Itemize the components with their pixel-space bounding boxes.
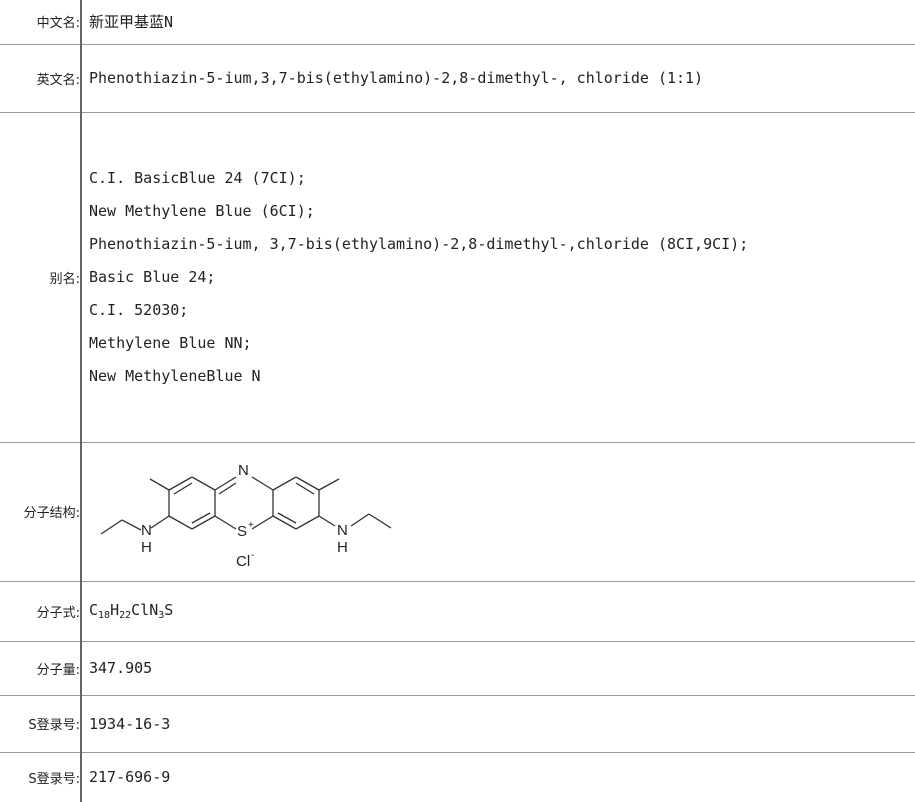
row-formula: 分子式: C18H22ClN3S — [0, 580, 915, 641]
value-formula: C18H22ClN3S — [81, 580, 915, 641]
label-cas: S登录号: — [0, 694, 82, 752]
alias-item: C.I. BasicBlue 24 (7CI); — [89, 168, 306, 187]
row-english-name: 英文名: Phenothiazin-5-ium,3,7-bis(ethylami… — [0, 43, 915, 112]
row-cas: S登录号: 1934-16-3 — [0, 694, 915, 752]
atom-n-top: N — [238, 462, 249, 479]
atom-nh-left: N — [141, 522, 152, 539]
bond-lines — [100, 475, 392, 535]
formula-element: ClN — [131, 601, 159, 619]
formula-element: C — [89, 601, 99, 619]
value-molecular-weight: 347.905 — [81, 640, 915, 695]
label-molecular-weight: 分子量: — [0, 640, 82, 695]
structure-diagram: N S + N H N H Cl - — [100, 462, 392, 570]
formula-subscript: 22 — [119, 610, 132, 621]
atom-s-charge: + — [248, 520, 254, 531]
row-molecular-weight: 分子量: 347.905 — [0, 640, 915, 695]
label-aliases: 别名: — [0, 111, 82, 442]
row-structure: 分子结构: — [0, 441, 915, 581]
value-chinese-name: 新亚甲基蓝N — [89, 13, 174, 32]
alias-item: Methylene Blue NN; — [89, 333, 252, 352]
formula-element: H — [110, 601, 120, 619]
value-english-name: Phenothiazin-5-ium,3,7-bis(ethylamino)-2… — [81, 43, 915, 112]
value-aliases: C.I. BasicBlue 24 (7CI); New Methylene B… — [81, 111, 915, 442]
atom-h-left: H — [141, 539, 152, 556]
row-einecs: S登录号: 217-696-9 — [0, 751, 915, 802]
value-structure: N S + N H N H Cl - — [81, 441, 915, 581]
label-einecs: S登录号: — [0, 751, 82, 802]
alias-item: New Methylene Blue (6CI); — [89, 201, 315, 220]
formula-subscript: 18 — [98, 610, 111, 621]
alias-item: New MethyleneBlue N — [89, 366, 261, 385]
label-formula: 分子式: — [0, 580, 82, 641]
label-structure: 分子结构: — [0, 441, 82, 581]
formula-element: S — [164, 601, 174, 619]
alias-item: Basic Blue 24; — [89, 267, 216, 286]
atom-nh-right: N — [337, 522, 348, 539]
atom-s-center: S — [237, 523, 247, 540]
atom-cl: Cl — [236, 553, 250, 570]
row-chinese-name: 中文名: 新亚甲基蓝N — [0, 0, 915, 44]
formula-subscript: 3 — [158, 610, 165, 621]
value-einecs: 217-696-9 — [81, 751, 915, 802]
atom-h-right: H — [337, 539, 348, 556]
label-chinese-name: 中文名: — [0, 0, 82, 44]
atom-cl-charge: - — [251, 550, 254, 561]
value-cas: 1934-16-3 — [81, 694, 915, 752]
row-aliases: 别名: C.I. BasicBlue 24 (7CI); New Methyle… — [0, 111, 915, 442]
alias-list: C.I. BasicBlue 24 (7CI); New Methylene B… — [89, 162, 915, 393]
label-english-name: 英文名: — [0, 43, 82, 112]
alias-item: Phenothiazin-5-ium, 3,7-bis(ethylamino)-… — [89, 234, 749, 253]
alias-item: C.I. 52030; — [89, 300, 189, 319]
